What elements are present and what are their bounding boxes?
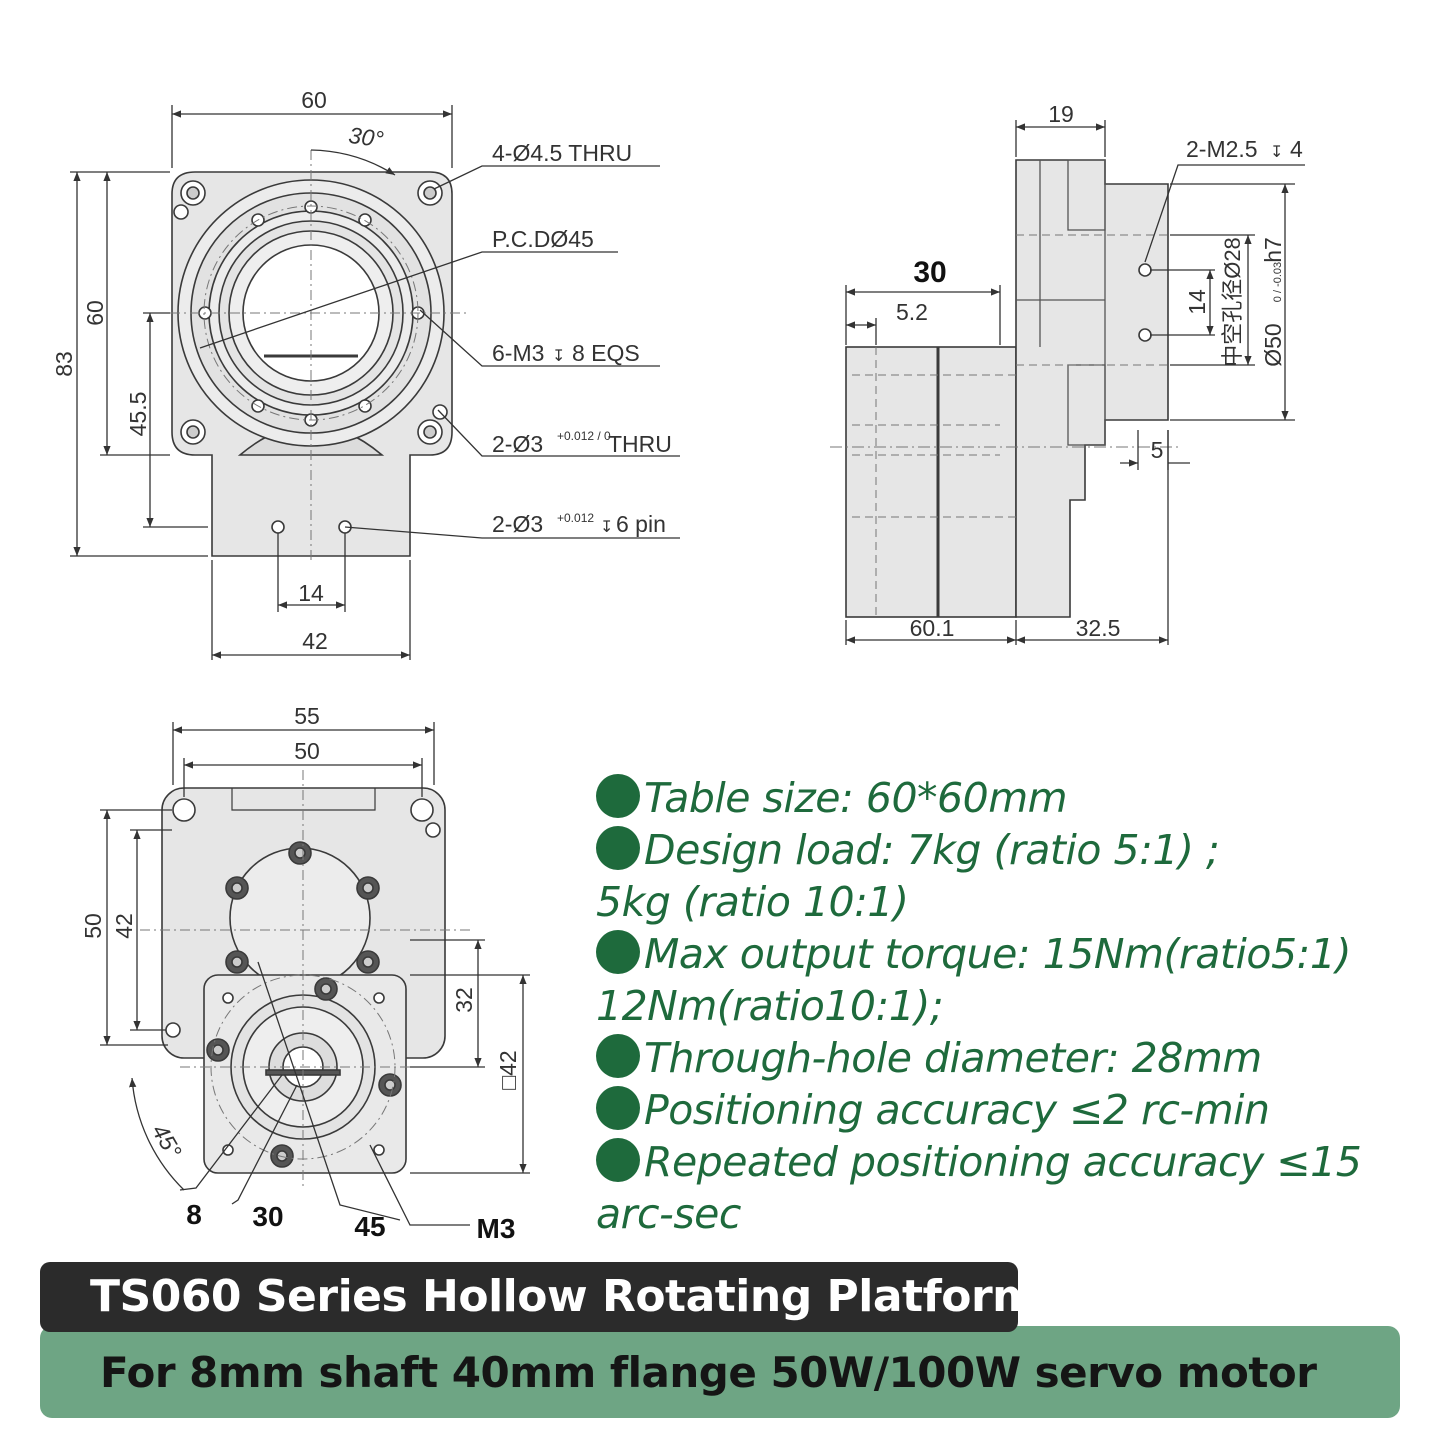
dim-pitch: 14 bbox=[1184, 289, 1210, 315]
dim-height-table: 60 bbox=[82, 300, 108, 326]
label-shaft: 8 bbox=[186, 1199, 202, 1230]
dim-step: 5 bbox=[1151, 437, 1164, 463]
callout-dowel-depth: 6 pin bbox=[616, 511, 666, 537]
title-banner: TS060 Series Hollow Rotating Platform bbox=[40, 1262, 1038, 1332]
dim-shaft-dia: Ø50 bbox=[1260, 323, 1286, 366]
bottom-view bbox=[140, 770, 470, 1190]
dim-flange-square: □42 bbox=[495, 1050, 521, 1089]
dim-shaft-fit: h7 bbox=[1260, 237, 1286, 263]
spec-positioning: Positioning accuracy ≤2 rc-min bbox=[596, 1084, 1426, 1136]
label-screw: M3 bbox=[477, 1213, 516, 1244]
dim-width-top: 60 bbox=[301, 87, 327, 113]
spec-design-load: Design load: 7kg (ratio 5:1) ; bbox=[596, 824, 1426, 876]
spec-repeatability: Repeated positioning accuracy ≤15 bbox=[596, 1136, 1426, 1188]
bullet-icon bbox=[596, 930, 640, 974]
bullet-icon bbox=[596, 774, 640, 818]
callout-pin-holes: 2-Ø3 bbox=[492, 431, 543, 457]
spec-repeatability-cont: arc-sec bbox=[596, 1190, 741, 1238]
dim-width-outer: 55 bbox=[294, 703, 320, 729]
callout-dowel-tol: +0.012 bbox=[557, 511, 594, 525]
dim-bore: 中空孔径Ø28 bbox=[1220, 237, 1245, 367]
callout-dowel: 2-Ø3 bbox=[492, 511, 543, 537]
dim-width-inner: 50 bbox=[294, 738, 320, 764]
dim-angle: 30° bbox=[347, 122, 385, 153]
dim-overall: 30 bbox=[913, 256, 946, 289]
callout-thread: 2-M2.5 bbox=[1186, 136, 1258, 162]
bullet-icon bbox=[596, 1034, 640, 1078]
dim-height-total: 83 bbox=[51, 351, 77, 377]
callout-thread-depth: 4 bbox=[1290, 136, 1303, 162]
front-view bbox=[150, 150, 470, 560]
bullet-icon bbox=[596, 1138, 640, 1182]
spec-list: Table size: 60*60mm Design load: 7kg (ra… bbox=[596, 772, 1426, 1240]
side-view-dimensions bbox=[845, 120, 1305, 645]
side-view bbox=[830, 159, 1180, 618]
dim-shaft-tol: 0 / -0.03 bbox=[1272, 262, 1284, 302]
dim-height-center: 45.5 bbox=[125, 392, 151, 437]
spec-through-hole: Through-hole diameter: 28mm bbox=[596, 1032, 1426, 1084]
spec-design-load-cont: 5kg (ratio 10:1) bbox=[596, 878, 909, 926]
dim-angle-45: 45° bbox=[147, 1119, 187, 1162]
dim-flange-pitch: 32 bbox=[451, 987, 477, 1013]
bottom-view-dimensions bbox=[100, 722, 530, 1226]
callout-pin-tol: +0.012 / 0 bbox=[557, 429, 611, 443]
callout-thru-holes: 4-Ø4.5 THRU bbox=[492, 140, 632, 166]
callout-pcd: P.C.DØ45 bbox=[492, 226, 594, 252]
label-pcd: 30 bbox=[252, 1201, 283, 1232]
svg-text:↧: ↧ bbox=[1270, 144, 1283, 161]
bottom-view-labels: 55 50 50 42 32 □42 45° 8 30 45 M3 bbox=[80, 703, 521, 1244]
svg-text:↧: ↧ bbox=[600, 519, 613, 536]
dim-base-width: 42 bbox=[302, 628, 328, 654]
dim-bottom-right: 32.5 bbox=[1076, 615, 1121, 641]
callout-tapped: 6-M3 bbox=[492, 340, 544, 366]
front-view-dimensions bbox=[70, 105, 680, 660]
callout-tapped-depth: 8 EQS bbox=[572, 340, 640, 366]
spec-table-size: Table size: 60*60mm bbox=[596, 772, 1426, 824]
svg-text:↧: ↧ bbox=[552, 348, 565, 365]
spec-torque-cont: 12Nm(ratio10:1); bbox=[596, 982, 944, 1030]
dim-top-width: 19 bbox=[1048, 101, 1074, 127]
side-view-labels: 19 2-M2.5 ↧ 4 30 5.2 中空孔径Ø28 14 Ø50 0 / … bbox=[896, 101, 1303, 641]
spec-torque: Max output torque: 15Nm(ratio5:1) bbox=[596, 928, 1426, 980]
dim-offset: 5.2 bbox=[896, 299, 928, 325]
label-pilot: 45 bbox=[354, 1211, 385, 1242]
dim-pin-spacing: 14 bbox=[298, 580, 324, 606]
subtitle-banner: For 8mm shaft 40mm flange 50W/100W servo… bbox=[40, 1326, 1400, 1418]
dim-height-inner: 42 bbox=[111, 913, 137, 939]
bullet-icon bbox=[596, 1086, 640, 1130]
dim-bottom-left: 60.1 bbox=[910, 615, 955, 641]
dim-height-outer: 50 bbox=[80, 913, 106, 939]
bullet-icon bbox=[596, 826, 640, 870]
front-view-labels: 60 30° 83 60 45.5 14 42 4-Ø4.5 THRU P.C.… bbox=[51, 87, 672, 654]
technical-drawing: 60 30° 83 60 45.5 14 42 4-Ø4.5 THRU P.C.… bbox=[51, 87, 1305, 1244]
callout-pin-thru: THRU bbox=[608, 431, 672, 457]
